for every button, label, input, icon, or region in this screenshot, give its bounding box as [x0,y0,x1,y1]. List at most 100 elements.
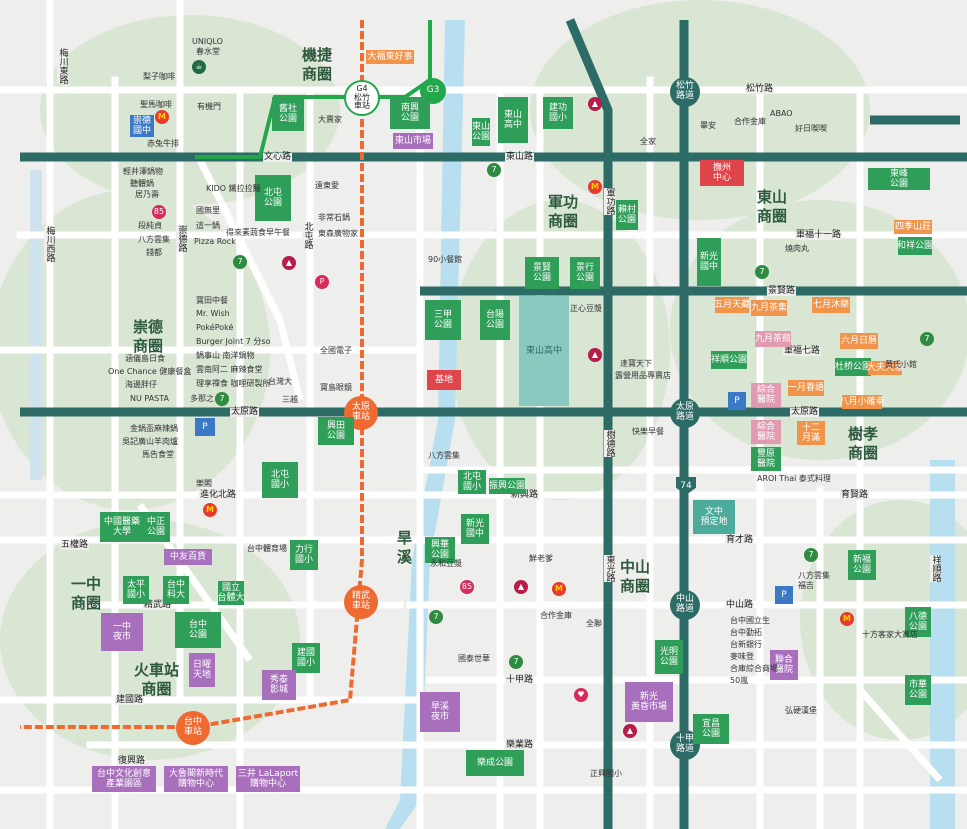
school-junchi[interactable]: 新光 國中 [697,238,721,286]
park-taizhong[interactable]: 台中 公園 [175,612,221,648]
orange-jiuyue[interactable]: 九月茶集 [751,300,787,316]
road-dongshan: 東山路 [505,152,535,162]
mall-wenchuang[interactable]: 台中文化創意 產業園區 [92,766,156,792]
costco-dafu[interactable]: 大福東好事 [366,50,414,64]
mall-dongshan-market[interactable]: 東山市場 [393,133,433,149]
station-g4[interactable]: G4 松竹 車站 [344,80,380,116]
park-beitun[interactable]: 北屯 公園 [255,175,291,221]
park-sanjia[interactable]: 三甲 公園 [425,300,461,340]
district-junggong: 軍功 商圈 [548,193,579,230]
orange-siji[interactable]: 四季山莊 [894,220,932,234]
orange-qiyue[interactable]: 七月沐樂 [812,297,850,313]
node-songzhu[interactable]: 松竹 路道 [670,77,700,107]
park-fengyuan[interactable]: 豐原 醫院 [751,447,781,471]
poi-luying: 露營用品專賣店 [615,371,671,380]
poi-guoshishan: 鍋事山 南洋鍋物 [196,351,255,360]
school-jianguo[interactable]: 建國 國小 [292,643,320,673]
parking-p2[interactable]: P [728,392,746,410]
road-jungong: 軍功路 [604,188,615,215]
road-wuquan: 五權路 [60,540,90,550]
park-bade[interactable]: 八德 公園 [905,607,931,637]
park-dulu[interactable]: 杜桥公園 [835,358,871,376]
poi-qingjingze: 輕井澤鍋物 [123,167,163,176]
park-xinghua[interactable]: 興華 公園 [425,537,455,563]
school-dongshan-high[interactable]: 東山 高中 [498,97,528,143]
park-jiushe[interactable]: 舊社 公園 [272,97,304,131]
mcdonalds-icon: M [552,582,566,596]
mall-yizhong-night[interactable]: 一中 夜市 [101,613,143,651]
school-xinguang[interactable]: 北屯 國小 [458,470,486,494]
mall-ribao[interactable]: 日曜 天地 [189,653,215,687]
park-nanxing[interactable]: 南興 公園 [390,97,430,129]
hospital-zonghe-2[interactable]: 綜合 醫院 [751,420,781,444]
park-jingxing[interactable]: 景行 公園 [570,257,600,289]
road-yuxian: 育賢路 [840,490,870,500]
parking-p3[interactable]: P [775,586,793,604]
school-beitun-elem[interactable]: 北屯 國小 [262,462,298,498]
mall-hanxi-night[interactable]: 旱溪 夜市 [420,692,460,732]
orange-liuyue[interactable]: 六月日曆 [840,333,878,349]
seven-eleven-icon: 7 [429,610,443,624]
road-leye: 樂業路 [505,740,535,750]
park-dongshan[interactable]: 東山 公園 [472,118,490,146]
poi-baodao: 寶島眼鏡 [320,383,352,392]
school-cmu[interactable]: 中國醫藥 大學 [100,512,144,542]
school-lixing[interactable]: 力行 國小 [290,540,318,570]
hospital-zonghe-1[interactable]: 綜合 醫院 [751,383,781,407]
park-hexiang[interactable]: 和祥公園 [897,237,933,255]
park-xiangshun[interactable]: 祥順公園 [711,351,747,369]
park-guangming[interactable]: 光明 公園 [655,640,683,674]
park-junyu[interactable]: 賴村 公園 [616,200,638,230]
school-xinguang-jr[interactable]: 新光 國中 [461,514,489,544]
district-jijie: 機捷 商圈 [302,46,333,83]
hospital-lianhe[interactable]: 聯合 醫院 [770,650,798,680]
node-zhongshan[interactable]: 中山 路道 [670,590,700,620]
orange-bayue[interactable]: 八月小確幸 [840,395,885,409]
orange-shieryue[interactable]: 十二 月滿 [797,421,825,445]
school-chongde[interactable]: 崇德 國中 [130,115,154,137]
park-jingxian[interactable]: 景賢 公園 [525,257,559,289]
park-dongfeng[interactable]: 東峰 公園 [868,168,930,190]
district-dongshan: 東山 商圈 [757,188,788,225]
park-xinfu[interactable]: 新福 公園 [848,550,876,580]
poi-xianlaodie: 鮮老爹 [529,554,553,563]
park-zhongzheng[interactable]: 中正 公園 [142,512,170,542]
poi-nupasta: NU PASTA [130,394,169,403]
orange-jiuyue-hall[interactable]: 九月茶館 [755,331,791,347]
school-dongshan-teal[interactable]: 東山高中 [519,296,569,406]
mall-xinguang-market[interactable]: 新光 黃昏市場 [625,682,673,722]
parking-p1[interactable]: P [195,418,215,436]
poi-qiandu: 錢都 [146,248,162,257]
school-ntus[interactable]: 國立 台體大 [217,581,245,605]
park-xingtian[interactable]: 興田 公園 [318,417,354,445]
mall-zhongyou[interactable]: 中友百貨 [164,549,212,565]
road-junfu7: 軍福七路 [783,346,822,356]
orange-yiyue[interactable]: 一月春語 [788,380,824,396]
park-lecheng[interactable]: 樂成公園 [466,750,524,776]
node-taiyuan[interactable]: 太原 路道 [670,398,700,428]
school-taiping[interactable]: 太平 國小 [123,576,149,604]
poi-junaishou: 居乃壽 [135,190,159,199]
mall-lalaport[interactable]: 三井 LaLaport 購物中心 [236,766,300,792]
park-taiyang[interactable]: 台陽 公園 [480,300,510,340]
mall-dalu[interactable]: 大魯閣新時代 購物中心 [164,766,228,792]
district-chongde: 崇德 商圈 [133,318,164,355]
poi-tiyuchang: 台中體育場 [247,544,287,553]
school-jiangong[interactable]: 建功 國小 [543,97,573,129]
station-jingwu[interactable]: 精武 車站 [344,585,378,619]
wenzhong-predef[interactable]: 文中 預定地 [693,500,735,534]
park-zhenxing[interactable]: 振興公園 [489,478,525,494]
school-taizhong-tech[interactable]: 台中 科大 [163,576,189,604]
poi-hekuzhong: 合作金庫 [540,611,572,620]
station-taizhong[interactable]: 台中 車站 [176,711,210,745]
mall-xiutai[interactable]: 秀泰 影城 [262,670,296,700]
fushi-center[interactable]: 撫州 中心 [700,160,744,186]
poi-fengbao: 逢寶天下 [620,359,652,368]
orange-dafu[interactable]: 大夫大福 [867,361,903,375]
orange-wuyue[interactable]: 五月天藏 [714,297,750,313]
park-yichang[interactable]: 宜昌 公園 [693,714,729,744]
node-shijia[interactable]: 十甲 路道 [670,730,700,760]
park-shihua[interactable]: 市華 公園 [905,675,931,705]
base-site[interactable]: 基地 [427,370,461,390]
